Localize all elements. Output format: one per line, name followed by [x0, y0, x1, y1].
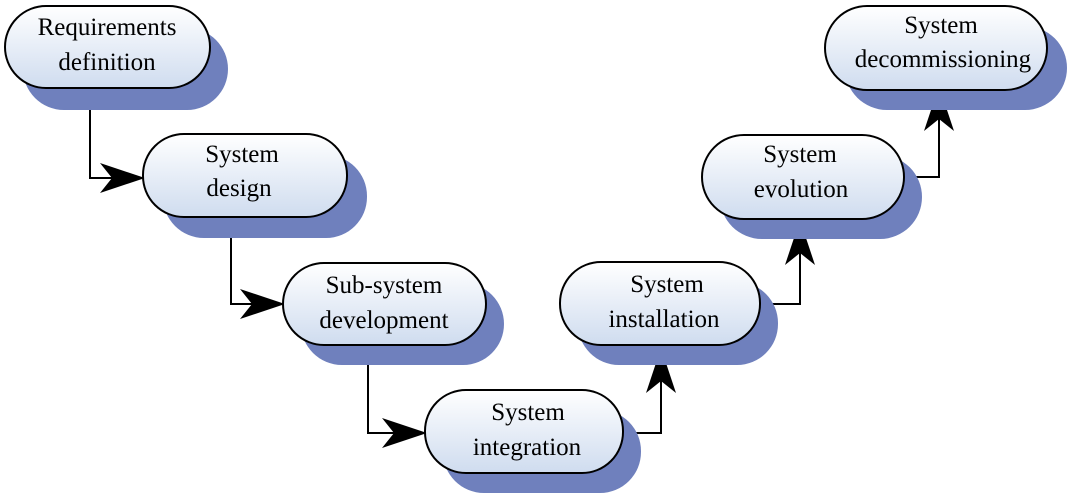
step-label-line2: design — [206, 175, 272, 202]
process-step-subsystem: Sub-system development — [282, 262, 487, 346]
edge-design-to-subsystem — [230, 216, 285, 319]
process-step-integration: System integration — [424, 389, 624, 474]
arrowhead-icon — [382, 418, 427, 448]
step-label-line2: decommissioning — [855, 46, 1032, 73]
process-step-design: System design — [142, 133, 348, 218]
edge-installation-to-evolution — [761, 220, 815, 305]
step-label-line2: evolution — [754, 176, 849, 203]
arrowhead-icon — [100, 163, 145, 193]
edge-subsystem-to-integration — [367, 348, 427, 448]
step-label-line2: installation — [608, 306, 720, 333]
step-label-line2: development — [319, 307, 448, 334]
process-step-decommissioning: System decommissioning — [824, 5, 1048, 91]
step-label-line1: Sub-system — [326, 272, 443, 299]
process-step-evolution: System evolution — [701, 134, 905, 220]
arrowhead-icon — [785, 220, 815, 265]
arrowhead-icon — [240, 289, 285, 319]
step-label-line1: System — [630, 271, 704, 298]
step-label-line2: integration — [473, 434, 582, 461]
step-label-line1: System — [904, 12, 978, 39]
process-step-installation: System installation — [559, 261, 761, 346]
step-label-line1: System — [763, 141, 837, 168]
edge-requirements-to-design — [89, 88, 145, 193]
step-label-line1: System — [491, 399, 565, 426]
step-label-line1: Requirements — [38, 14, 177, 41]
step-label-line2: definition — [58, 49, 156, 76]
arrowhead-icon — [646, 348, 676, 393]
process-step-requirements: Requirements definition — [4, 5, 211, 89]
step-label-line1: System — [205, 141, 279, 168]
